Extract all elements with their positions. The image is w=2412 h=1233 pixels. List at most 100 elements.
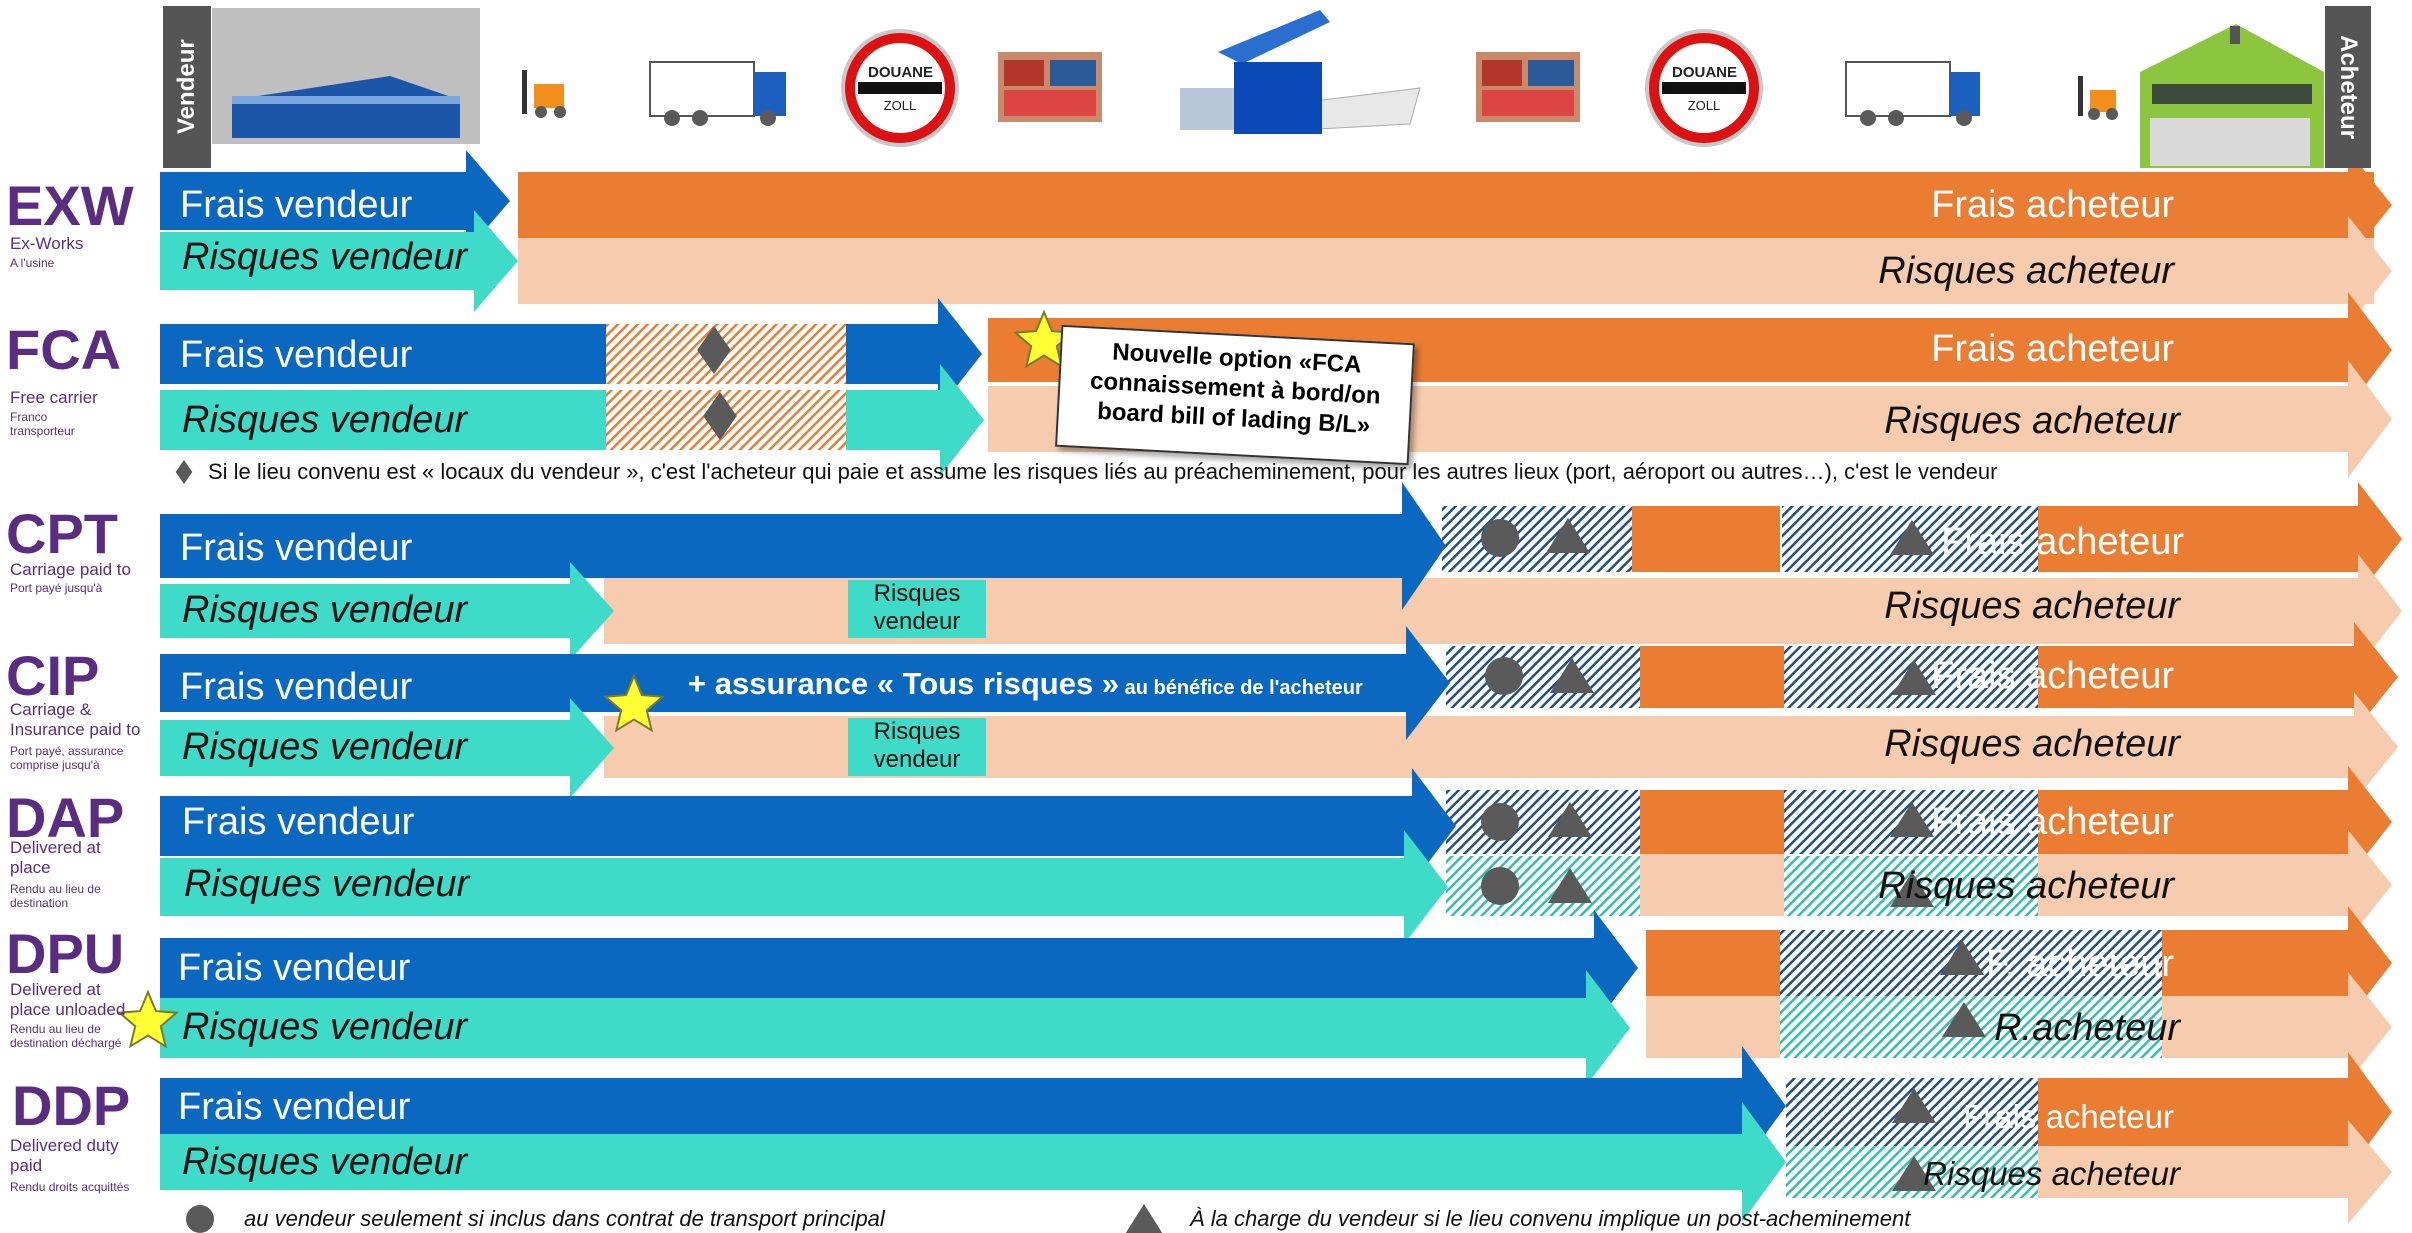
ddp-triangle-marker bbox=[1892, 1156, 1936, 1191]
containers-icon bbox=[1528, 60, 1574, 86]
cip-orange-segment bbox=[1640, 646, 1784, 708]
truck-icon bbox=[1888, 110, 1904, 126]
dap-frais-vendeur-arrow bbox=[160, 768, 1456, 884]
customs-sign-icon bbox=[1662, 82, 1746, 94]
customs-sign-icon bbox=[845, 33, 955, 143]
exw-frais-vendeur: Frais vendeur bbox=[180, 184, 413, 226]
cip-risques-vendeur: Risques vendeur bbox=[182, 726, 468, 768]
containers-icon bbox=[1004, 60, 1044, 86]
dpu-risques-acheteur-bar bbox=[2162, 996, 2348, 1058]
truck-icon bbox=[1950, 72, 1980, 116]
dpu-english: Delivered at place unloaded bbox=[10, 980, 126, 1019]
dpu-triangle-marker bbox=[1942, 1002, 1986, 1037]
dap-frais-acheteur-bar bbox=[2038, 790, 2348, 854]
cpt-hatch-1 bbox=[1442, 506, 1632, 572]
fca-risques-acheteur-arrow bbox=[2330, 360, 2392, 478]
forklift-icon bbox=[554, 106, 566, 118]
legend-circle-text: au vendeur seulement si inclus dans cont… bbox=[244, 1206, 885, 1231]
cip-frais-vendeur-arrow bbox=[160, 626, 1450, 740]
dpu-risques-vendeur: Risques vendeur bbox=[182, 1006, 468, 1048]
cpt-risques-vendeur-arrow bbox=[160, 562, 614, 660]
customs-sign-2-bottom: ZOLL bbox=[1687, 98, 1721, 113]
cpt-risques-acheteur-arrow bbox=[2320, 554, 2402, 668]
ddp-frais-vendeur: Frais vendeur bbox=[178, 1086, 411, 1128]
fca-note-diamond bbox=[175, 460, 193, 484]
dap-orange-segment bbox=[1640, 790, 1784, 854]
cip-english: Carriage & Insurance paid to bbox=[10, 700, 141, 739]
cip-french: Port payé, assurance comprise jusqu'à bbox=[10, 744, 124, 772]
cip-risques-acheteur: Risques acheteur bbox=[1884, 723, 2180, 765]
exw-risques-acheteur-arrow bbox=[2340, 216, 2392, 326]
cpt-triangle-marker bbox=[1546, 518, 1590, 553]
dpu-frais-vendeur-arrow bbox=[160, 910, 1638, 1026]
warehouse-icon bbox=[232, 96, 460, 104]
dpu-frais-acheteur-arrow bbox=[2320, 906, 2392, 1020]
exw-risques-acheteur-bar bbox=[518, 238, 2374, 304]
truck-icon bbox=[754, 72, 786, 116]
customs-sign-icon bbox=[1649, 33, 1759, 143]
containers-icon bbox=[1004, 90, 1096, 116]
cpt-orange-segment bbox=[1632, 506, 1780, 572]
dap-circle-marker bbox=[1481, 867, 1519, 905]
cpt-french: Port payé jusqu'à bbox=[10, 581, 103, 595]
fca-diamond-marker bbox=[703, 392, 737, 440]
truck-icon bbox=[1956, 110, 1972, 126]
cpt-frais-acheteur-bar bbox=[2038, 506, 2348, 572]
containers-icon bbox=[1482, 60, 1522, 86]
cip-insurance-text: + assurance « Tous risques » au bénéfice… bbox=[688, 666, 1363, 702]
multimodal-transport-icon bbox=[1234, 62, 1322, 134]
exw-frais-vendeur-arrow bbox=[160, 150, 510, 252]
cip-triangle-marker bbox=[1550, 658, 1594, 693]
cip-risques-vendeur-box: Risques vendeur bbox=[848, 718, 986, 776]
cip-frais-acheteur: Frais acheteur bbox=[1931, 655, 2174, 697]
dap-english: Delivered at place bbox=[10, 838, 101, 877]
cpt-frais-acheteur: Frais acheteur bbox=[1941, 521, 2184, 563]
cip-insurance-main: + assurance « Tous risques » bbox=[688, 666, 1120, 701]
code-fca: FCA bbox=[6, 318, 122, 381]
cpt-triangle-marker bbox=[1890, 520, 1934, 555]
dpu-frais-vendeur: Frais vendeur bbox=[178, 947, 411, 989]
fca-french: Franco transporteur bbox=[10, 410, 75, 438]
dap-hatch-1 bbox=[1446, 790, 1640, 854]
multimodal-transport-icon bbox=[1218, 10, 1330, 64]
cpt-frais-acheteur-arrow bbox=[2320, 482, 2402, 596]
containers-icon bbox=[1482, 90, 1574, 116]
cip-insurance-star bbox=[603, 673, 665, 733]
truck-icon bbox=[692, 110, 708, 126]
exw-english: Ex-Works bbox=[10, 234, 84, 253]
exw-risques-vendeur-arrow bbox=[160, 210, 518, 312]
dap-circle-marker bbox=[1481, 803, 1519, 841]
ddp-triangle-marker bbox=[1892, 1088, 1936, 1123]
dpu-orange-segment bbox=[1646, 930, 1780, 996]
code-dpu: DPU bbox=[6, 922, 125, 985]
forklift-icon bbox=[534, 84, 564, 108]
buyer-label: Acheteur bbox=[2325, 6, 2371, 168]
dap-french: Rendu au lieu de destination bbox=[10, 882, 101, 910]
code-cpt: CPT bbox=[6, 502, 118, 565]
dpu-risques-acheteur-arrow bbox=[2320, 972, 2392, 1082]
ddp-risques-vendeur: Risques vendeur bbox=[182, 1141, 468, 1183]
fca-frais-acheteur-arrow bbox=[2330, 292, 2392, 408]
cip-frais-acheteur-arrow bbox=[2320, 622, 2398, 732]
exw-risques-acheteur: Risques acheteur bbox=[1878, 250, 2174, 292]
dap-triangle-marker bbox=[1890, 802, 1934, 837]
forklift-icon bbox=[535, 106, 547, 118]
dap-risques-vendeur-arrow bbox=[160, 830, 1448, 944]
dap-peach-segment bbox=[1640, 854, 1784, 916]
dap-triangle-marker bbox=[1548, 802, 1592, 837]
ddp-risques-acheteur: Risques acheteur bbox=[1923, 1155, 2180, 1192]
dap-risques-acheteur: Risques acheteur bbox=[1878, 865, 2174, 907]
fca-english: Free carrier bbox=[10, 388, 98, 407]
code-dap: DAP bbox=[6, 786, 125, 849]
forklift-icon bbox=[2078, 76, 2083, 116]
forklift-icon bbox=[2106, 108, 2118, 120]
dap-risques-acheteur-bar bbox=[2038, 854, 2348, 916]
ddp-frais-vendeur-arrow bbox=[160, 1046, 1786, 1166]
customs-sign-1-bottom: ZOLL bbox=[883, 98, 917, 113]
dap-frais-vendeur: Frais vendeur bbox=[182, 801, 415, 843]
warehouse-icon bbox=[232, 76, 460, 138]
fca-note: Si le lieu convenu est « locaux du vende… bbox=[208, 459, 1998, 484]
cip-circle-marker bbox=[1485, 657, 1523, 695]
customs-sign-icon bbox=[858, 82, 942, 94]
